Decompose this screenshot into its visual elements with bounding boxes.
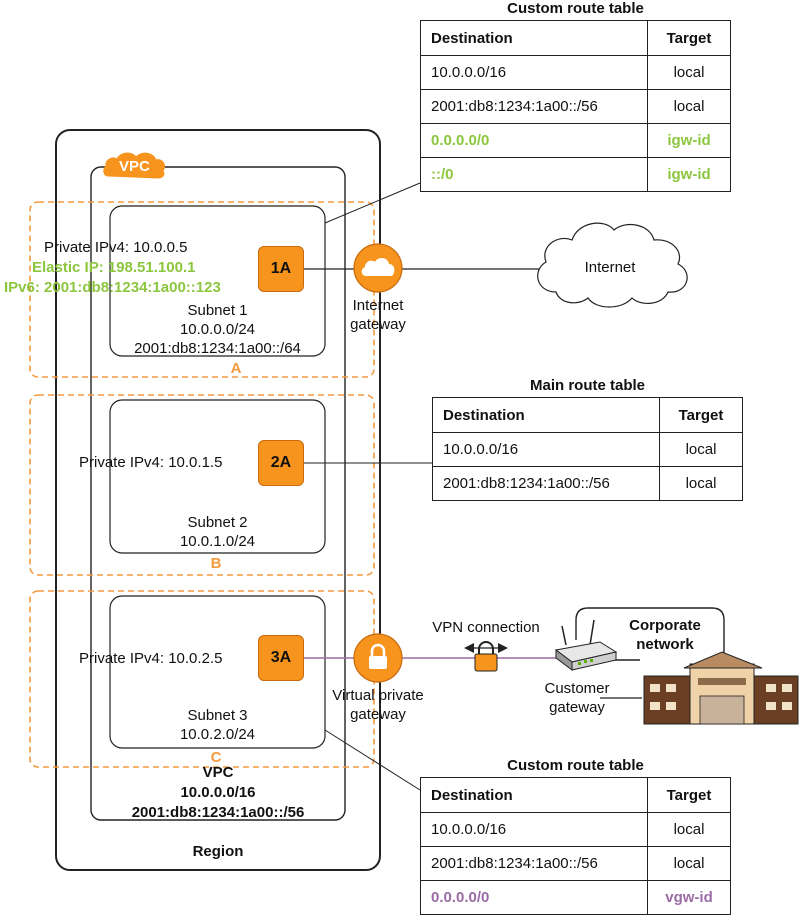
route-table-3-title: Custom route table xyxy=(507,757,644,774)
subnet-3-box xyxy=(109,595,326,749)
instance-1a-private-ip: Private IPv4: 10.0.0.5 xyxy=(44,239,188,256)
table-header-row: Destination Target xyxy=(420,777,731,813)
destination-header: Destination xyxy=(432,397,660,433)
route-table-1-title: Custom route table xyxy=(507,0,644,17)
route-table-2-title: Main route table xyxy=(529,377,645,394)
table-row: 2001:db8:1234:1a00::/56 local xyxy=(420,89,731,124)
target-cell: local xyxy=(659,466,743,501)
vgw-lock-shackle xyxy=(370,643,386,657)
subnet-1-ipv6: 2001:db8:1234:1a00::/64 xyxy=(134,340,301,357)
subnet1-to-route-table-line xyxy=(324,182,421,224)
vpn-arrow-right-icon xyxy=(498,643,508,653)
vgw-label-1: Virtual private xyxy=(332,687,424,704)
vpn-lock-icon xyxy=(474,653,498,672)
route-table-1: Destination Target 10.0.0.0/16 local 200… xyxy=(420,20,731,192)
vpc-badge-cloud xyxy=(103,152,166,179)
table-row: 10.0.0.0/16 local xyxy=(432,432,743,467)
target-cell: local xyxy=(659,432,743,467)
target-header: Target xyxy=(659,397,743,433)
internet-gateway-cloud-glyph xyxy=(361,258,395,276)
vpc-cidr-ipv4: 10.0.0.0/16 xyxy=(180,784,256,801)
subnet-3-ipv4: 10.0.2.0/24 xyxy=(179,726,256,743)
instance-2a-private-ip: Private IPv4: 10.0.1.5 xyxy=(79,454,223,471)
vpc-badge-label: VPC xyxy=(119,158,150,175)
destination-cell: 2001:db8:1234:1a00::/56 xyxy=(432,466,660,501)
subnet-2-name: Subnet 2 xyxy=(187,514,248,531)
destination-header: Destination xyxy=(420,777,648,813)
target-cell: igw-id xyxy=(647,123,731,158)
vpn-arrow-left-icon xyxy=(464,643,474,653)
vpc-cidr-ipv6: 2001:db8:1234:1a00::/56 xyxy=(131,804,305,821)
destination-cell: 2001:db8:1234:1a00::/56 xyxy=(420,846,648,881)
instance-1a-ipv6: IPv6: 2001:db8:1234:1a00::123 xyxy=(4,279,221,296)
route-table-3: Destination Target 10.0.0.0/16 local 200… xyxy=(420,777,731,915)
target-cell: vgw-id xyxy=(647,880,731,915)
table-row: 0.0.0.0/0 igw-id xyxy=(420,123,731,158)
vgw-lock-body xyxy=(369,656,387,669)
subnet-2-box xyxy=(109,399,326,554)
target-cell: igw-id xyxy=(647,157,731,192)
vpn-connection-label: VPN connection xyxy=(432,619,540,636)
customer-gateway-label-2: gateway xyxy=(549,699,605,716)
table-row: 2001:db8:1234:1a00::/56 local xyxy=(432,466,743,501)
internet-label: Internet xyxy=(584,259,636,276)
vpn-lock-shackle xyxy=(478,641,494,655)
target-header: Target xyxy=(647,777,731,813)
corporate-building-icon xyxy=(643,651,799,725)
zone-a-label: A xyxy=(230,360,242,377)
table-row: 2001:db8:1234:1a00::/56 local xyxy=(420,846,731,881)
destination-cell: 10.0.0.0/16 xyxy=(420,812,648,847)
zone-a-box xyxy=(29,201,375,378)
customer-gateway-label-1: Customer xyxy=(544,680,610,697)
destination-header: Destination xyxy=(420,20,648,56)
destination-cell: 2001:db8:1234:1a00::/56 xyxy=(420,89,648,124)
destination-cell: ::/0 xyxy=(420,157,648,192)
corporate-network-label-1: Corporate xyxy=(629,617,701,634)
subnet-2-ipv4: 10.0.1.0/24 xyxy=(179,533,256,550)
zone-c-label: C xyxy=(210,749,222,766)
table-row: 0.0.0.0/0 vgw-id xyxy=(420,880,731,915)
destination-cell: 0.0.0.0/0 xyxy=(420,123,648,158)
subnet3-to-route-table-line xyxy=(324,729,421,791)
internet-gateway-label-2: gateway xyxy=(350,316,406,333)
instance-1a[interactable]: 1A xyxy=(258,246,304,292)
destination-cell: 10.0.0.0/16 xyxy=(432,432,660,467)
table-header-row: Destination Target xyxy=(432,397,743,433)
vpc-footer-title: VPC xyxy=(202,764,234,781)
internet-gateway-label-1: Internet xyxy=(352,297,404,314)
internet-cloud-icon xyxy=(537,222,688,308)
target-cell: local xyxy=(647,846,731,881)
region-box xyxy=(55,129,381,871)
target-header: Target xyxy=(647,20,731,56)
vgw-label-2: gateway xyxy=(350,706,406,723)
instance-2a[interactable]: 2A xyxy=(258,440,304,486)
subnet-3-name: Subnet 3 xyxy=(187,707,248,724)
route-table-2: Destination Target 10.0.0.0/16 local 200… xyxy=(432,397,743,501)
target-cell: local xyxy=(647,89,731,124)
table-row: ::/0 igw-id xyxy=(420,157,731,192)
subnet-1-box xyxy=(109,205,326,357)
table-row: 10.0.0.0/16 local xyxy=(420,812,731,847)
instance-3a[interactable]: 3A xyxy=(258,635,304,681)
target-cell: local xyxy=(647,812,731,847)
customer-gateway-icon xyxy=(554,619,618,671)
table-header-row: Destination Target xyxy=(420,20,731,56)
destination-cell: 10.0.0.0/16 xyxy=(420,55,648,90)
instance-1a-elastic-ip: Elastic IP: 198.51.100.1 xyxy=(32,259,196,276)
vpc-box xyxy=(90,166,346,821)
subnet-1-ipv4: 10.0.0.0/24 xyxy=(179,321,256,338)
zone-b-label: B xyxy=(210,555,222,572)
instance-3a-private-ip: Private IPv4: 10.0.2.5 xyxy=(79,650,223,667)
subnet-1-name: Subnet 1 xyxy=(187,302,248,319)
region-label: Region xyxy=(192,843,244,860)
table-row: 10.0.0.0/16 local xyxy=(420,55,731,90)
destination-cell: 0.0.0.0/0 xyxy=(420,880,648,915)
zone-b-box xyxy=(29,394,375,576)
target-cell: local xyxy=(647,55,731,90)
corporate-network-label-2: network xyxy=(636,636,694,653)
